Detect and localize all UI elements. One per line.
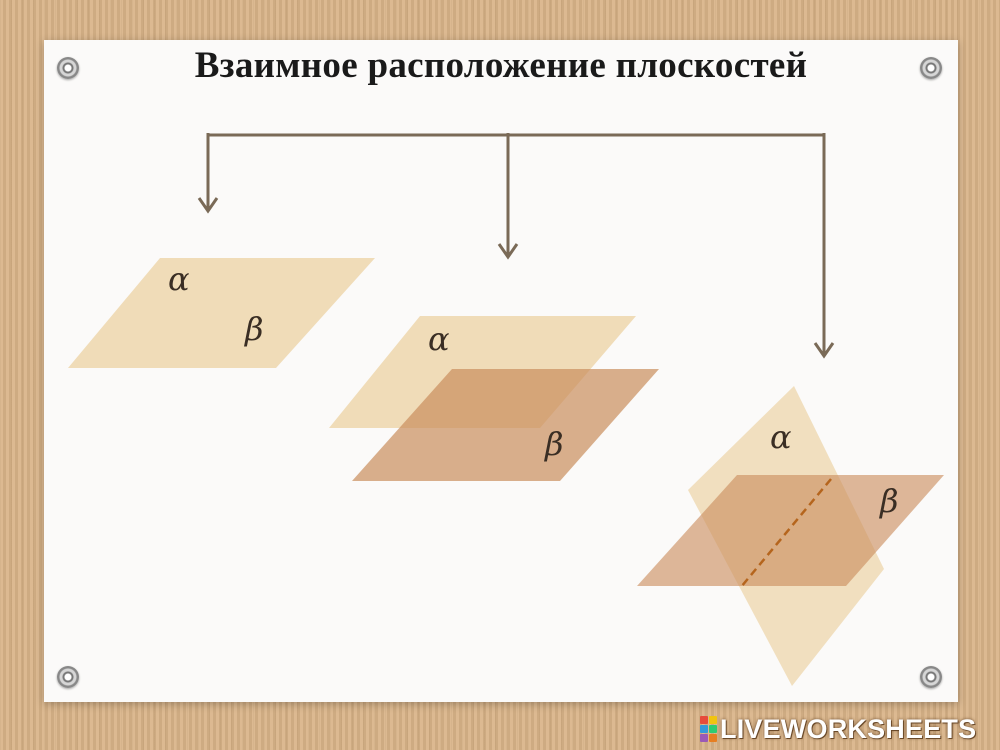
page-title: Взаимное расположение плоскостей xyxy=(194,45,808,86)
logo-badge-icon xyxy=(700,716,717,742)
label-beta-coincident: β xyxy=(244,310,264,348)
label-alpha-parallel: α xyxy=(428,320,450,358)
rivet-bottom-left xyxy=(57,666,79,688)
coincident-planes: α β xyxy=(68,258,375,368)
label-alpha-intersecting: α xyxy=(770,418,792,456)
watermark-text: LIVEWORKSHEETS xyxy=(720,713,977,744)
parallel-planes: α β xyxy=(329,316,659,481)
plane-beta-intersecting xyxy=(637,475,944,586)
connector-arrows xyxy=(197,133,835,359)
intersection-line xyxy=(740,478,832,588)
plane-alpha-beta-coincident xyxy=(68,258,375,368)
rivet-top-right xyxy=(920,57,942,79)
label-beta-parallel: β xyxy=(544,425,564,463)
arrowhead-left xyxy=(197,197,219,214)
label-beta-intersecting: β xyxy=(879,482,899,520)
arrowhead-right xyxy=(813,342,835,359)
arrowhead-middle xyxy=(497,243,519,260)
label-alpha-coincident: α xyxy=(168,260,190,298)
rivet-bottom-right xyxy=(920,666,942,688)
rivet-top-left xyxy=(57,57,79,79)
intersecting-planes: α β xyxy=(637,386,944,686)
plane-beta-parallel xyxy=(352,369,659,481)
liveworksheets-logo: LIVEWORKSHEETS xyxy=(700,714,976,744)
